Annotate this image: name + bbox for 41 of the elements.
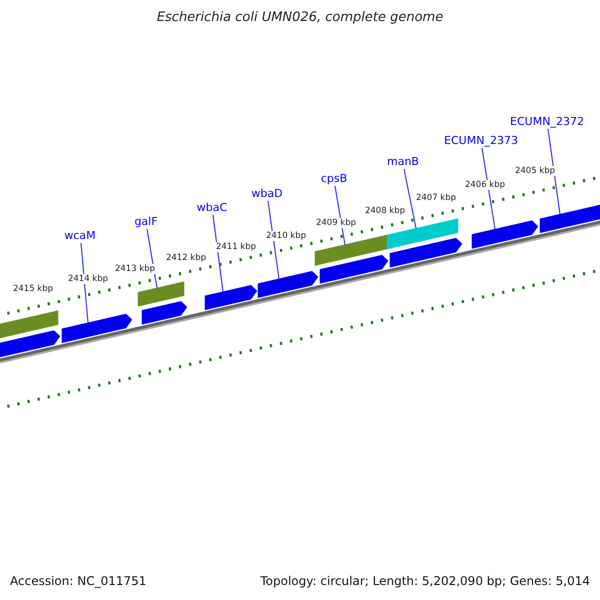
gene-block xyxy=(138,281,184,306)
gene-feature xyxy=(0,330,60,358)
gene-feature xyxy=(472,220,538,249)
gene-feature xyxy=(320,254,388,284)
gene-feature xyxy=(390,238,462,268)
gene-label: manB xyxy=(387,155,419,168)
gene-block xyxy=(0,310,58,340)
gene-block xyxy=(314,234,388,266)
scale-label: 2408 kbp xyxy=(364,206,406,216)
leader-line xyxy=(548,128,560,215)
title: Escherichia coli UMN026, complete genome xyxy=(156,10,444,25)
scale-label: 2406 kbp xyxy=(464,180,506,190)
gene-label: wbaC xyxy=(196,201,228,214)
footer-note: Topology: circular; Length: 5,202,090 bp; Genes: 5,014 xyxy=(260,574,590,588)
leader-line xyxy=(268,200,280,280)
scale-label: 2411 kbp xyxy=(214,242,258,252)
gene-feature xyxy=(204,285,258,310)
leader-line xyxy=(482,148,496,230)
gene-block xyxy=(386,218,458,250)
gene-label: ECUMN_2373 xyxy=(444,134,518,147)
gene-label: wcaM xyxy=(64,229,96,242)
gene-label: cpsB xyxy=(320,172,348,185)
scale-label: 2412 kbp xyxy=(164,253,208,263)
scale-label: 2407 kbp xyxy=(414,193,458,203)
footer-note: Accession: NC_011751 xyxy=(10,574,146,588)
scale-label: 2415 kbp xyxy=(12,284,54,294)
gene-label: galF xyxy=(134,215,158,228)
leader-line xyxy=(212,214,224,292)
gene-feature xyxy=(62,314,132,343)
gene-label: ECUMN_2372 xyxy=(510,115,584,128)
scale-label: 2414 kbp xyxy=(66,274,110,284)
gene-feature xyxy=(142,301,188,325)
gene-feature xyxy=(258,271,318,298)
leader-line xyxy=(80,242,88,324)
scale-label: 2410 kbp xyxy=(264,231,308,241)
scale-label: 2409 kbp xyxy=(314,218,358,228)
scale-label: 2413 kbp xyxy=(114,264,156,274)
gene-feature xyxy=(540,204,600,234)
scale-label: 2405 kbp xyxy=(514,166,556,176)
leader-line xyxy=(404,168,416,229)
gene-label: wbaD xyxy=(251,187,283,200)
